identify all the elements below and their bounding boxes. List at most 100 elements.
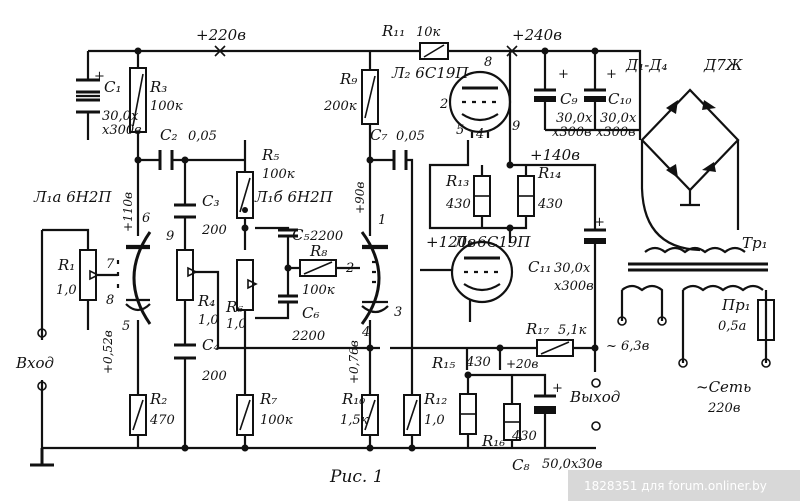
svg-text:1,0: 1,0 — [198, 313, 219, 328]
capacitor-c9 — [534, 88, 556, 102]
svg-text:5: 5 — [122, 319, 130, 334]
resistor-r4 — [176, 249, 198, 301]
resistor-r3 — [129, 67, 147, 133]
resistor-r13 — [473, 175, 491, 217]
svg-text:R₁₅: R₁₅ — [431, 354, 455, 372]
svg-text:Тр₁: Тр₁ — [742, 234, 768, 252]
svg-text:3: 3 — [394, 305, 402, 320]
tube-l3 — [450, 240, 514, 304]
svg-text:430: 430 — [445, 197, 471, 212]
svg-text:R₁₇: R₁₇ — [525, 320, 549, 338]
svg-text:~Сеть: ~Сеть — [696, 378, 751, 396]
resistor-r16 — [503, 403, 521, 441]
svg-text:Д7Ж: Д7Ж — [703, 56, 744, 74]
svg-text:5,1к: 5,1к — [558, 323, 587, 338]
svg-text:1,0: 1,0 — [226, 317, 247, 332]
svg-text:4: 4 — [475, 127, 484, 142]
resistor-r1 — [79, 249, 100, 301]
capacitor-c11 — [584, 228, 606, 244]
svg-text:+: + — [94, 69, 105, 84]
capacitor-c1 — [76, 78, 100, 114]
resistor-r7 — [236, 394, 254, 436]
tube-l1a — [116, 231, 152, 325]
svg-text:7: 7 — [106, 257, 115, 272]
svg-text:2: 2 — [439, 97, 448, 112]
resistor-r9 — [361, 69, 379, 125]
svg-text:C₃: C₃ — [202, 192, 220, 210]
svg-text:R₁₀: R₁₀ — [341, 390, 365, 408]
svg-text:100к: 100к — [260, 413, 293, 428]
resistor-r2 — [129, 394, 147, 436]
svg-text:R₁₄: R₁₄ — [537, 164, 561, 182]
svg-text:+: + — [594, 215, 605, 230]
svg-text:R₉: R₉ — [339, 70, 357, 88]
svg-text:+140в: +140в — [530, 146, 580, 164]
svg-text:R₁₁: R₁₁ — [381, 22, 405, 40]
svg-text:R₇: R₇ — [259, 390, 277, 408]
svg-text:+220в: +220в — [196, 26, 246, 44]
capacitor-c1-plates — [76, 90, 100, 102]
resistor-r15 — [459, 393, 477, 435]
resistor-r8 — [299, 259, 337, 277]
svg-text:220в: 220в — [707, 401, 740, 416]
svg-text:C₄: C₄ — [202, 336, 220, 354]
junctions — [134, 47, 599, 452]
svg-text:2200: 2200 — [291, 329, 325, 344]
terminals — [37, 45, 771, 431]
labels: +220в +240в +140в +120в +20в +110в +0,52… — [15, 22, 768, 487]
svg-text:4: 4 — [361, 325, 370, 340]
svg-text:+: + — [606, 67, 617, 82]
svg-text:1828351 для forum.onliner.by: 1828351 для forum.onliner.by — [584, 479, 767, 493]
resistor-r5 — [236, 171, 254, 219]
svg-text:1,0: 1,0 — [424, 413, 445, 428]
svg-text:C₁₀: C₁₀ — [608, 90, 632, 108]
svg-text:50,0x30в: 50,0x30в — [542, 457, 602, 472]
svg-text:R₈: R₈ — [309, 242, 327, 260]
resistor-r10 — [361, 394, 379, 436]
tube-l1b — [360, 231, 389, 325]
bridge-rectifier — [640, 88, 740, 252]
resistor-r17 — [536, 339, 574, 357]
svg-text:0,5а: 0,5а — [718, 319, 746, 334]
svg-text:R₁₂: R₁₂ — [423, 390, 447, 408]
svg-text:~ 6,3в: ~ 6,3в — [606, 339, 649, 354]
svg-text:+0,76в: +0,76в — [347, 340, 361, 384]
svg-text:2200: 2200 — [309, 229, 343, 244]
svg-text:5: 5 — [456, 123, 464, 138]
svg-text:6: 6 — [142, 211, 150, 226]
transformer-tr1 — [620, 246, 768, 363]
svg-text:2: 2 — [345, 261, 354, 276]
svg-text:R₁: R₁ — [57, 256, 75, 274]
svg-text:1,0: 1,0 — [56, 283, 77, 298]
svg-text:+0,52в: +0,52в — [101, 330, 115, 374]
capacitor-c7 — [392, 150, 408, 170]
svg-text:x300в: x300в — [552, 125, 592, 140]
capacitors — [76, 78, 606, 414]
svg-text:Д₁-Д₄: Д₁-Д₄ — [625, 56, 667, 74]
svg-text:R₆: R₆ — [225, 298, 243, 316]
capacitor-c4 — [174, 343, 196, 360]
svg-text:R₅: R₅ — [261, 146, 279, 164]
svg-text:C₁: C₁ — [104, 78, 122, 96]
capacitor-c3 — [174, 203, 196, 219]
capacitor-c6 — [278, 294, 298, 304]
svg-text:+: + — [558, 67, 569, 82]
svg-text:C₉: C₉ — [560, 90, 578, 108]
svg-text:200к: 200к — [323, 99, 357, 114]
svg-text:+110в: +110в — [121, 192, 135, 232]
svg-text:430: 430 — [465, 355, 491, 370]
watermark: 1828351 для forum.onliner.by — [568, 470, 800, 501]
resistors — [79, 42, 574, 441]
svg-text:C₂: C₂ — [160, 126, 178, 144]
svg-text:0,05: 0,05 — [188, 129, 217, 144]
svg-text:C₆: C₆ — [302, 304, 320, 322]
svg-text:C₇: C₇ — [370, 126, 388, 144]
svg-text:470: 470 — [149, 413, 175, 428]
capacitor-c8 — [534, 394, 556, 414]
svg-text:x300в: x300в — [554, 279, 594, 294]
svg-text:200: 200 — [201, 223, 227, 238]
svg-text:C₅: C₅ — [292, 226, 310, 244]
svg-text:Л₁а 6Н2П: Л₁а 6Н2П — [33, 188, 112, 206]
svg-text:R₁₆: R₁₆ — [481, 432, 505, 450]
